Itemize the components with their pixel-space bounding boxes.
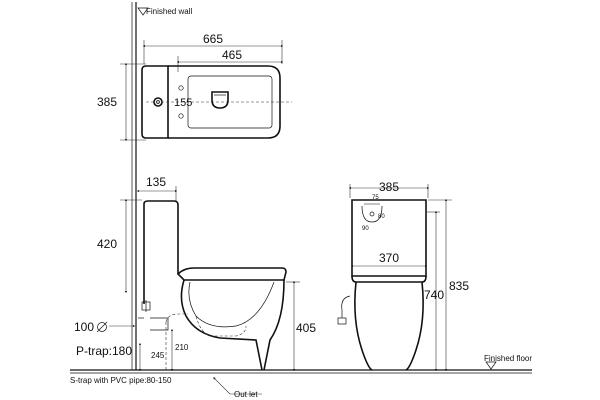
inlet-diameter-label: 100 <box>74 320 94 334</box>
angle-valve <box>337 317 347 325</box>
side-view: 135 420 405 210 245 100 <box>74 175 316 372</box>
finished-floor-marker <box>485 361 497 370</box>
finished-floor-label: Finished floor <box>484 354 532 363</box>
top-view: 665 465 385 155 <box>97 32 292 142</box>
outlet-label: Out let <box>234 390 258 399</box>
flush-notch <box>361 205 383 223</box>
top-bowl-outline <box>168 65 281 139</box>
bowl-inner <box>188 281 275 328</box>
dim-420: 420 <box>97 237 117 251</box>
dim-465: 465 <box>222 48 242 62</box>
dim-740: 740 <box>424 288 444 302</box>
bowl-outer-left <box>180 279 263 371</box>
bowl-outer-right <box>263 279 285 371</box>
front-bowl-left <box>354 281 373 371</box>
trap-path <box>195 315 247 337</box>
top-bowl-rim <box>187 75 273 129</box>
dim-75: 75 <box>372 195 379 201</box>
seat-lid <box>176 267 287 281</box>
dim-135: 135 <box>146 175 166 189</box>
dim-385-front: 385 <box>379 180 399 194</box>
dim-405: 405 <box>296 321 316 335</box>
dim-245: 245 <box>151 351 165 360</box>
diameter-symbol-icon <box>96 321 108 333</box>
p-trap-label: P-trap:180 <box>76 344 132 358</box>
front-seat <box>351 275 427 283</box>
finished-floor-line <box>70 369 532 374</box>
side-cistern-outline <box>143 200 179 274</box>
dim-155: 155 <box>174 97 192 109</box>
dim-80: 80 <box>378 214 385 220</box>
dim-370: 370 <box>379 251 399 265</box>
fixing-hole-top <box>178 85 184 91</box>
drain-symbol <box>211 91 229 109</box>
finished-wall-label: Finished wall <box>146 7 192 16</box>
dim-90: 90 <box>362 226 369 232</box>
outlet-leader <box>213 377 262 395</box>
front-bowl-right <box>405 281 424 371</box>
dim-210: 210 <box>175 343 189 352</box>
angle-valve-pipe <box>341 295 351 318</box>
p-trap-pipe <box>150 317 169 331</box>
top-cistern-outline <box>141 65 169 139</box>
finished-wall-line <box>131 2 137 370</box>
s-trap-label: S-trap with PVC pipe:80-150 <box>70 376 172 385</box>
front-view: 385 75 80 90 370 835 740 <box>337 180 469 372</box>
dim-385-top: 385 <box>97 95 117 109</box>
finished-wall-marker <box>137 7 149 16</box>
dim-665: 665 <box>203 32 223 46</box>
dim-835: 835 <box>449 279 469 293</box>
fixing-hole-bottom <box>178 113 184 119</box>
